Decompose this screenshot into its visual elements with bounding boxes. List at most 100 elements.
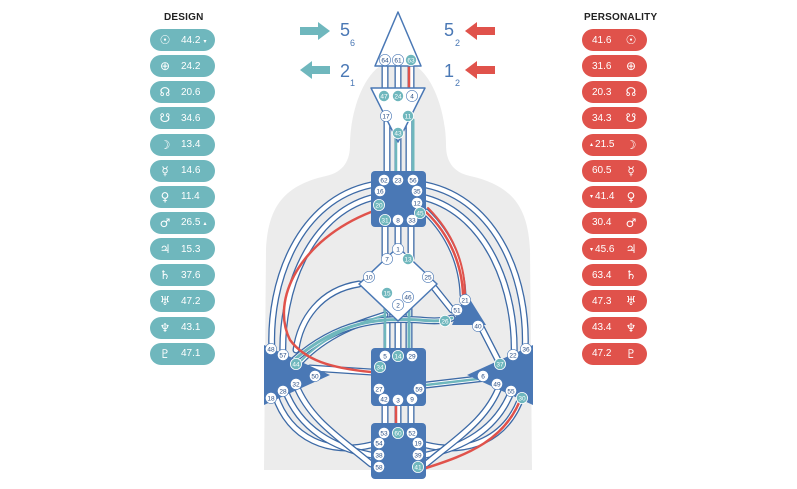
gate-number: 39 — [414, 452, 422, 459]
active-20-34 — [282, 210, 373, 374]
planet-gate-text: 45.6 — [595, 243, 615, 255]
planet-gate-text: 43.1 — [181, 322, 201, 334]
gate-number: 24 — [394, 93, 402, 100]
gate-number: 45 — [416, 210, 424, 217]
gate-number: 58 — [375, 464, 383, 471]
planet-gate-value: 43.1 — [181, 322, 203, 333]
planet-gate-value: 47.3 — [590, 296, 611, 307]
moon-icon: ☽ — [625, 137, 637, 152]
planet-gate-value: 20.6 — [181, 87, 203, 98]
gate-number: 43 — [394, 130, 402, 137]
gate-number: 38 — [375, 452, 383, 459]
gate-1: 1 — [392, 243, 404, 255]
gate-number: 31 — [381, 217, 389, 224]
saturn-icon: ♄ — [159, 268, 171, 283]
channel-40-37-inner — [477, 322, 501, 363]
personality-planet-earth: 31.6⊕ — [582, 55, 647, 78]
planet-gate-text: 43.4 — [592, 322, 612, 334]
planet-gate-value: 30.4 — [590, 217, 611, 228]
gate-number: 63 — [407, 57, 415, 64]
gate-42: 42 — [378, 393, 390, 405]
jupiter-icon: ♃ — [625, 242, 637, 257]
north-node-icon: ☊ — [159, 85, 171, 100]
gate-number: 25 — [424, 274, 432, 281]
gate-number: 61 — [394, 57, 402, 64]
personality-planet-mercury: 60.5☿ — [582, 159, 647, 182]
gate-59: 59 — [413, 383, 425, 395]
gate-48: 48 — [265, 343, 277, 355]
gate-25: 25 — [422, 271, 434, 283]
gate-number: 4 — [410, 93, 414, 100]
gate-46: 46 — [402, 291, 414, 303]
gate-number: 48 — [267, 346, 275, 353]
sun-icon: ☉ — [625, 33, 637, 47]
gate-number: 7 — [385, 256, 389, 263]
gate-number: 62 — [380, 177, 388, 184]
gate-64: 64 — [379, 54, 391, 66]
gate-number: 6 — [481, 373, 485, 380]
personality-arrow-bottom-sub: 2 — [455, 78, 460, 88]
personality-arrow-top-sub: 2 — [455, 38, 460, 48]
planet-gate-text: 41.4 — [595, 191, 615, 203]
sun-icon: ☉ — [159, 33, 171, 47]
gate-61: 61 — [392, 54, 404, 66]
gate-number: 27 — [375, 386, 383, 393]
gate-60: 60 — [391, 426, 404, 439]
active-45-21-b — [427, 207, 466, 296]
design-planet-mercury: ☿14.6 — [150, 159, 215, 182]
design-planet-list: ☉44.2▾⊕24.2☊20.6☋34.6☽13.4☿14.6♀11.4♂26.… — [150, 29, 215, 369]
gate-53: 53 — [378, 427, 390, 439]
gate-2: 2 — [392, 299, 404, 311]
design-planet-saturn: ♄37.6 — [150, 264, 215, 287]
gate-18: 18 — [265, 392, 277, 404]
design-planet-uranus: ♅ 47.2 — [150, 290, 215, 313]
gate-number: 9 — [410, 396, 414, 403]
gate-27: 27 — [373, 383, 385, 395]
planet-arrow: ▾ — [590, 245, 594, 253]
personality-planet-north-node: 20.3☊ — [582, 81, 647, 104]
gate-45: 45 — [413, 206, 426, 219]
planet-arrow: ▴ — [590, 141, 594, 149]
gate-number: 60 — [394, 430, 402, 437]
gate-number: 5 — [383, 353, 387, 360]
gate-54: 54 — [373, 437, 385, 449]
gate-44: 44 — [289, 357, 302, 370]
channel-49-19-inner — [423, 382, 503, 467]
gate-number: 1 — [396, 246, 400, 253]
uranus-icon: ♅ — [159, 294, 171, 309]
planet-gate-text: 41.6 — [592, 34, 612, 46]
gate-3: 3 — [392, 394, 404, 406]
design-planet-mars: ♂26.5▴ — [150, 211, 215, 234]
gate-58: 58 — [373, 461, 385, 473]
gate-number: 14 — [394, 353, 402, 360]
gate-number: 57 — [279, 352, 287, 359]
channel-12-22-inner — [423, 195, 517, 361]
personality-planet-list: 41.6☉31.6⊕20.3☊34.3☋▴21.5☽60.5☿▾41.4♀30.… — [582, 29, 647, 369]
gate-26: 26 — [438, 314, 451, 327]
planet-gate-value: ▴21.5 — [590, 139, 614, 150]
gate-number: 55 — [507, 388, 515, 395]
design-title: DESIGN — [164, 12, 204, 23]
planet-gate-text: 15.3 — [181, 243, 201, 255]
personality-planet-sun: 41.6 ☉ — [582, 29, 647, 51]
gate-49: 49 — [491, 378, 503, 390]
planet-gate-value: 60.5 — [590, 165, 611, 176]
design-planet-neptune: ♆43.1 — [150, 316, 215, 339]
gate-6: 6 — [477, 370, 489, 382]
gate-number: 29 — [408, 353, 416, 360]
gate-number: 41 — [414, 464, 422, 471]
planet-gate-value: 47.2 — [590, 348, 611, 359]
planet-gate-value: 47.2 — [181, 296, 203, 307]
planet-gate-value: 44.2▾ — [181, 35, 206, 46]
gate-number: 33 — [408, 217, 416, 224]
personality-planet-neptune: 43.4♆ — [582, 316, 647, 339]
gate-number: 28 — [279, 388, 287, 395]
planet-gate-value: 43.4 — [590, 322, 611, 333]
gate-34: 34 — [373, 360, 386, 373]
planet-arrow: ▾ — [203, 37, 207, 45]
planet-gate-value: ▾41.4 — [590, 191, 614, 202]
planet-gate-text: 44.2 — [181, 34, 201, 46]
moon-icon: ☽ — [159, 137, 171, 152]
planet-gate-text: 26.5 — [181, 217, 201, 229]
